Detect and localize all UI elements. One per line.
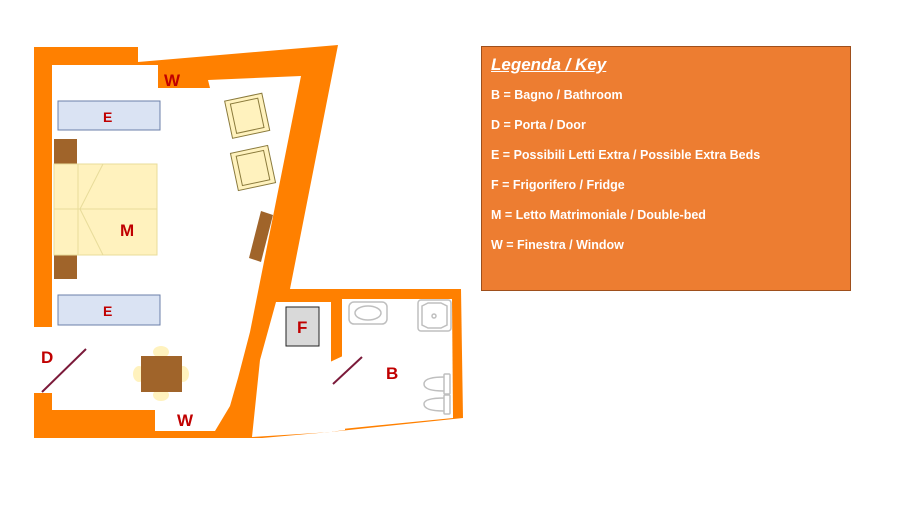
bathroom-door: [332, 356, 363, 385]
legend-title: Legenda / Key: [491, 55, 607, 74]
double-bed: [53, 139, 158, 279]
entrance-door: [41, 348, 87, 393]
nightstand-bottom: [54, 254, 77, 279]
table: [141, 356, 182, 392]
chair-top: [153, 346, 169, 358]
legend-item-door: D = Porta / Door: [491, 118, 586, 132]
armchair-top: [224, 92, 271, 139]
double-bed-label: M: [120, 221, 134, 240]
bathroom-sink: [348, 301, 388, 325]
left-door-gap: [28, 327, 54, 393]
bathroom-door-gap: [330, 355, 345, 432]
wardrobe: [249, 211, 273, 262]
legend-item-bathroom: B = Bagno / Bathroom: [491, 88, 623, 102]
legend-item-fridge: F = Frigorifero / Fridge: [491, 178, 625, 192]
table-set: [133, 346, 189, 401]
extra-bed-top-label: E: [103, 109, 112, 125]
legend-box: Legenda / Key B = Bagno / Bathroom D = P…: [481, 46, 851, 291]
legend-item-window: W = Finestra / Window: [491, 238, 624, 252]
legend-item-extra-beds: E = Possibili Letti Extra / Possible Ext…: [491, 148, 761, 162]
toilet: [423, 373, 451, 395]
extra-bed-bottom: [57, 294, 161, 326]
armchair-bottom: [229, 144, 277, 192]
bathroom-label: B: [386, 364, 398, 383]
nightstand-top: [54, 139, 77, 165]
bidet: [423, 394, 451, 415]
bathroom-wing-walls: [252, 289, 463, 438]
shower-tray: [417, 299, 452, 332]
fridge: [285, 306, 320, 347]
legend-item-double-bed: M = Letto Matrimoniale / Double-bed: [491, 208, 706, 222]
door-label: D: [41, 348, 53, 367]
window-bottom-label: W: [177, 411, 194, 430]
window-top-label: W: [164, 71, 181, 90]
extra-bed-bottom-label: E: [103, 303, 112, 319]
extra-bed-top: [57, 100, 161, 131]
bed-fold-line: [79, 163, 104, 256]
fridge-label: F: [297, 318, 307, 337]
